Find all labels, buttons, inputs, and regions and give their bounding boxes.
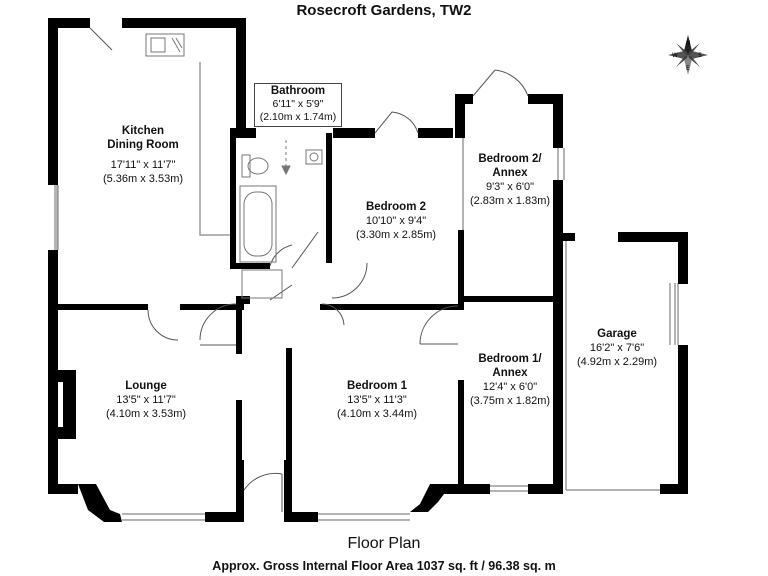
- door-swings: [89, 27, 529, 512]
- room-lounge-size: 13'5" x 11'7": [116, 394, 176, 406]
- compass-icon: N E S W: [668, 35, 708, 75]
- room-bedroom2-name: Bedroom 2: [365, 201, 427, 213]
- room-bedroom1-annex-name1: Bedroom 1/: [478, 353, 542, 365]
- room-lounge-metric: (4.10m x 3.53m): [105, 408, 187, 420]
- room-bathroom: Bathroom 6'11" x 5'9" (2.10m x 1.74m): [254, 83, 342, 127]
- room-bedroom1-annex-name2: Annex: [492, 367, 528, 379]
- room-bedroom2-annex: Bedroom 2/ Annex 9'3" x 6'0" (2.83m x 1.…: [462, 152, 558, 208]
- room-bedroom1: Bedroom 1 13'5" x 11'3" (4.10m x 3.44m): [317, 379, 437, 421]
- internal-walls: [58, 128, 554, 490]
- plan-subtitle: Floor Plan: [347, 535, 421, 552]
- room-bedroom2-annex-name2: Annex: [492, 167, 528, 179]
- page-title: Rosecroft Gardens, TW2: [296, 2, 472, 19]
- room-garage-metric: (4.92m x 2.29m): [576, 356, 658, 368]
- room-garage: Garage 16'2" x 7'6" (4.92m x 2.29m): [565, 327, 669, 369]
- compass-n: N: [686, 40, 691, 47]
- thin-walls: [54, 62, 679, 521]
- room-lounge: Lounge 13'5" x 11'7" (4.10m x 3.53m): [86, 379, 206, 421]
- compass-s: S: [698, 52, 702, 59]
- room-bedroom2: Bedroom 2 10'10" x 9'4" (3.30m x 2.85m): [336, 200, 456, 242]
- room-kitchen-size: 17'11" x 11'7": [110, 159, 176, 171]
- room-bedroom1-name: Bedroom 1: [346, 380, 408, 392]
- room-kitchen-metric: (5.36m x 3.53m): [102, 173, 184, 185]
- room-bedroom1-annex-size: 12'4" x 6'0": [482, 381, 538, 393]
- room-bedroom1-metric: (4.10m x 3.44m): [336, 408, 418, 420]
- room-bathroom-metric: (2.10m x 1.74m): [259, 111, 337, 123]
- room-lounge-name: Lounge: [125, 380, 167, 392]
- room-garage-name: Garage: [597, 328, 637, 340]
- room-garage-size: 16'2" x 7'6": [589, 342, 645, 354]
- room-bathroom-name: Bathroom: [270, 85, 326, 97]
- room-kitchen: Kitchen Dining Room 17'11" x 11'7" (5.36…: [83, 124, 203, 186]
- room-bedroom2-annex-name1: Bedroom 2/: [478, 153, 542, 165]
- floor-area-footer: Approx. Gross Internal Floor Area 1037 s…: [212, 559, 556, 573]
- room-bedroom2-size: 10'10" x 9'4": [365, 215, 427, 227]
- room-kitchen-name1: Kitchen: [121, 125, 165, 137]
- room-bedroom2-annex-metric: (2.83m x 1.83m): [469, 195, 551, 207]
- room-bathroom-size: 6'11" x 5'9": [272, 98, 324, 110]
- room-bedroom1-annex-metric: (3.75m x 1.82m): [469, 395, 551, 407]
- compass-e: E: [686, 65, 690, 72]
- fixtures: [145, 33, 323, 299]
- room-kitchen-name2: Dining Room: [107, 139, 179, 151]
- room-bedroom1-annex: Bedroom 1/ Annex 12'4" x 6'0" (3.75m x 1…: [462, 352, 558, 408]
- room-bedroom2-annex-size: 9'3" x 6'0": [485, 181, 535, 193]
- external-walls: [48, 18, 688, 522]
- compass-w: W: [672, 52, 678, 59]
- room-bedroom2-metric: (3.30m x 2.85m): [355, 229, 437, 241]
- room-bedroom1-size: 13'5" x 11'3": [347, 394, 407, 406]
